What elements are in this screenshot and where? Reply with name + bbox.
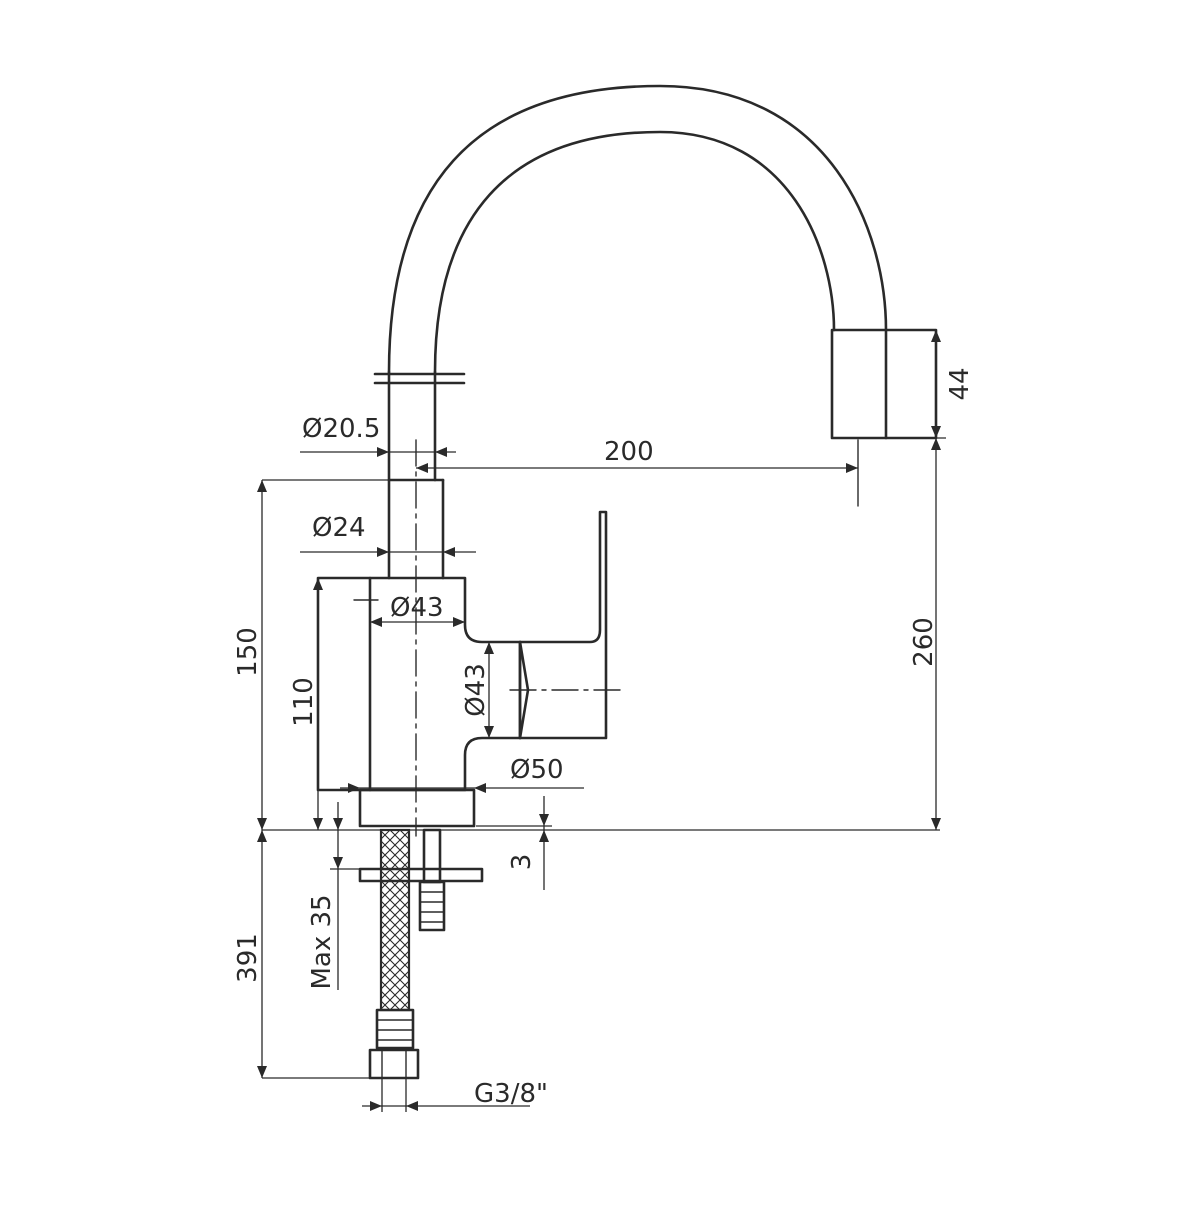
spout-arc-outer bbox=[387, 84, 888, 374]
hose-crimp bbox=[375, 1008, 415, 1050]
dimension-labels: Ø20.5 200 Ø24 Ø43 Ø50 G3/8" 44 260 Ø43 1… bbox=[233, 367, 975, 1109]
label-reach: 200 bbox=[604, 437, 654, 467]
label-dia-lever: Ø43 bbox=[461, 663, 491, 717]
label-height-lever: 150 bbox=[233, 627, 263, 677]
faucet-outline bbox=[262, 84, 940, 1080]
mounting-nut bbox=[418, 880, 446, 932]
lever-handle bbox=[518, 510, 608, 740]
label-thread: G3/8" bbox=[474, 1079, 548, 1109]
label-max-thickness: Max 35 bbox=[307, 894, 337, 989]
base-ring bbox=[358, 788, 476, 828]
mounting-stud bbox=[422, 828, 442, 884]
label-hose-length: 391 bbox=[233, 933, 263, 983]
label-dia-spout: Ø20.5 bbox=[302, 414, 380, 444]
label-aerator-height: 44 bbox=[945, 367, 975, 400]
dimension-lines bbox=[257, 330, 946, 1112]
label-dia-pipe: Ø24 bbox=[312, 513, 366, 543]
hose-connector-nut bbox=[368, 1048, 420, 1080]
label-height-body: 110 bbox=[289, 677, 319, 727]
label-total-height: 260 bbox=[909, 617, 939, 667]
spout-arc-inner bbox=[433, 130, 836, 374]
mounting-plate bbox=[358, 867, 484, 883]
aerator-head bbox=[830, 328, 938, 440]
label-dia-body-top: Ø43 bbox=[390, 593, 444, 623]
braided-hose bbox=[379, 828, 411, 1012]
label-dia-base: Ø50 bbox=[510, 755, 564, 785]
center-lines bbox=[353, 439, 859, 837]
label-plate: 3 bbox=[507, 854, 537, 871]
break-mark bbox=[373, 372, 466, 385]
